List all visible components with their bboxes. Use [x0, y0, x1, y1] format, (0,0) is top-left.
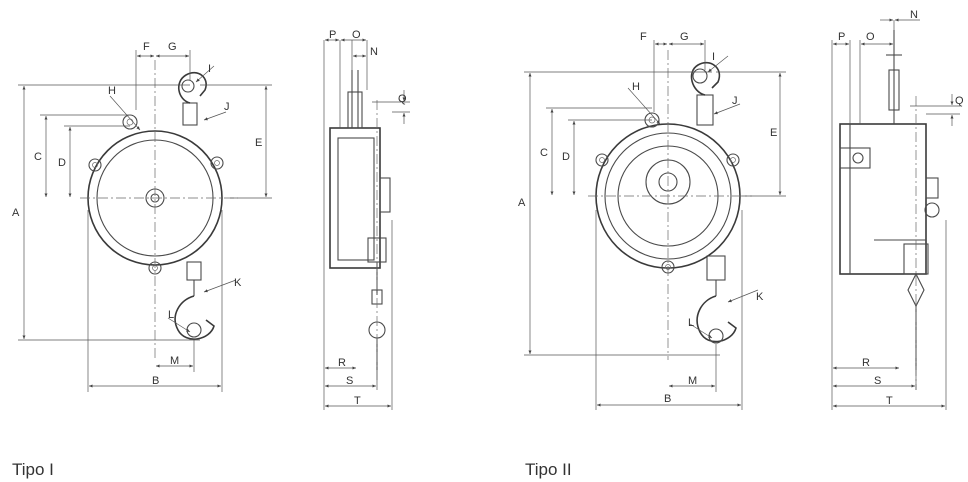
label-C: C — [34, 151, 42, 163]
label-S-2: S — [874, 375, 881, 387]
label-S: S — [346, 375, 353, 387]
type1-side-dimensions — [323, 38, 410, 410]
label-E: E — [255, 137, 262, 149]
type2-front-view — [588, 50, 752, 360]
type1-front-dimensions — [18, 50, 272, 392]
label-K: K — [234, 277, 242, 289]
label-B: B — [152, 375, 159, 387]
label-B-2: B — [664, 393, 671, 405]
label-A: A — [12, 207, 20, 219]
label-T-2: T — [886, 395, 893, 407]
label-H: H — [108, 85, 116, 97]
label-G: G — [168, 41, 177, 53]
type2-side-dimensions — [831, 18, 960, 410]
type1-front-view — [80, 60, 238, 360]
type2-side-labels: P O N Q R S T — [838, 9, 964, 407]
type1-side-view — [329, 70, 391, 380]
label-T: T — [354, 395, 361, 407]
type1-front-labels: A C D E F G H I J K L M B — [12, 41, 262, 387]
label-F: F — [143, 41, 150, 53]
label-P-2: P — [838, 31, 845, 43]
label-N-2: N — [910, 9, 918, 21]
label-A-2: A — [518, 197, 526, 209]
label-J-2: J — [732, 95, 738, 107]
label-E-2: E — [770, 127, 777, 139]
caption-type2: Tipo II — [525, 460, 572, 479]
label-H-2: H — [632, 81, 640, 93]
label-L: L — [168, 309, 174, 321]
label-D-2: D — [562, 151, 570, 163]
label-K-2: K — [756, 291, 764, 303]
label-J: J — [224, 101, 230, 113]
type2-front-labels: A C D E F G H I J K L M B — [518, 31, 777, 405]
label-O: O — [352, 29, 361, 41]
label-R-2: R — [862, 357, 870, 369]
label-M-2: M — [688, 375, 697, 387]
label-R: R — [338, 357, 346, 369]
label-I-2: I — [712, 51, 715, 63]
label-L-2: L — [688, 317, 694, 329]
label-N: N — [370, 46, 378, 58]
label-O-2: O — [866, 31, 875, 43]
caption-type1: Tipo I — [12, 460, 54, 479]
label-G-2: G — [680, 31, 689, 43]
label-Q: Q — [398, 93, 407, 105]
type2-front-dimensions — [524, 40, 786, 410]
label-C-2: C — [540, 147, 548, 159]
label-P: P — [329, 29, 336, 41]
label-I: I — [208, 63, 211, 75]
label-F-2: F — [640, 31, 647, 43]
label-M: M — [170, 355, 179, 367]
type1-side-labels: P O N Q R S T — [329, 29, 407, 407]
label-Q-2: Q — [955, 95, 964, 107]
type2-side-view — [839, 30, 940, 390]
label-D: D — [58, 157, 66, 169]
